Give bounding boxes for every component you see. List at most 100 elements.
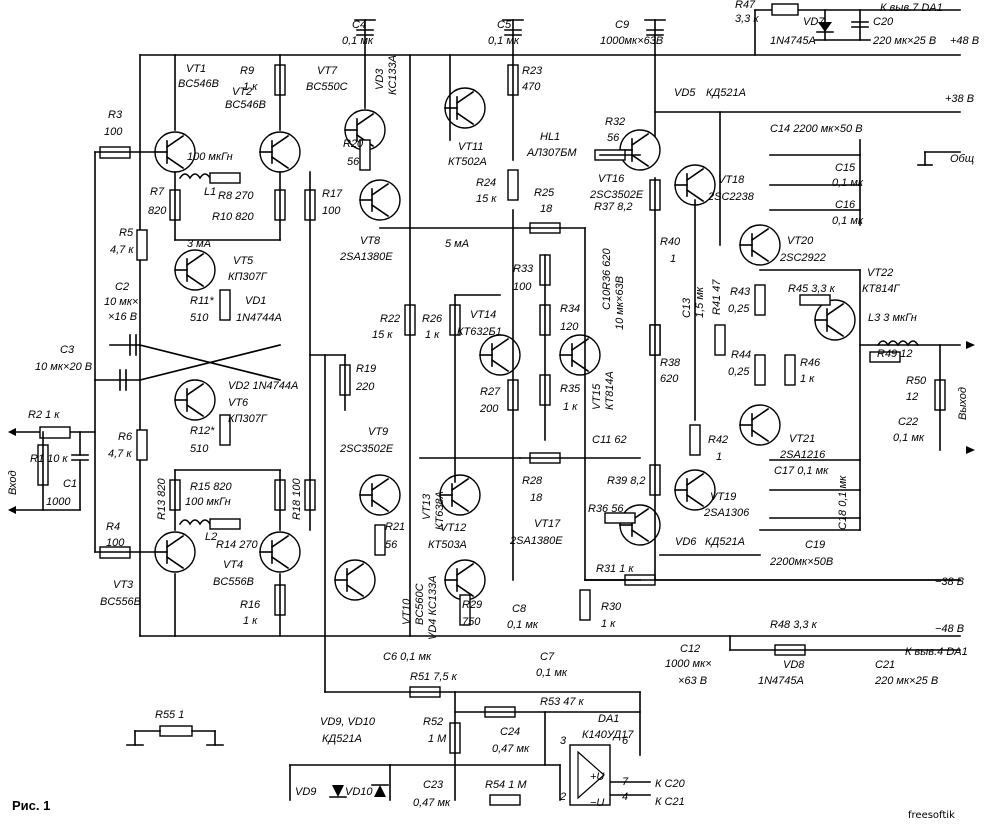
label-r50-value: 12 — [906, 391, 918, 403]
label-c15-value: 0,1 мк — [832, 177, 864, 189]
label-r36a: R36 620 — [601, 248, 613, 290]
transistor-vt10 — [334, 559, 376, 601]
label-vt21: VT21 — [789, 433, 815, 445]
label-vt16-value: 2SC3502E — [589, 189, 644, 201]
label-c7-value: 0,1 мк — [536, 667, 568, 679]
label-vt20-value: 2SC2922 — [779, 252, 826, 264]
label-vt7-value: BC550C — [306, 81, 348, 93]
label-vd4: VD4 КС133А — [427, 576, 439, 640]
label-common: Общ — [950, 153, 974, 165]
label-c3-value: 10 мк×20 В — [35, 361, 92, 373]
label-c1-value: 1000 — [46, 496, 71, 508]
label-da1-value: К140УД17 — [582, 729, 634, 741]
label-c6: C6 0,1 мк — [383, 651, 432, 663]
label-r4: R4 — [106, 521, 120, 533]
transistor-vt13 — [439, 474, 481, 516]
label-vt8: VT8 — [360, 235, 381, 247]
label-r34-value: 120 — [560, 321, 579, 333]
label-r55: R55 1 — [155, 709, 184, 721]
label-vt2-value: BC546B — [225, 99, 266, 111]
label-vd1: VD1 — [245, 295, 266, 307]
label-vt16: VT16 — [598, 173, 625, 185]
label-r15: R15 820 — [190, 481, 232, 493]
label-vt15: VT15 — [591, 383, 603, 410]
label-c16: C16 — [835, 199, 856, 211]
label-hl1: HL1 — [540, 131, 560, 143]
label-r44-value: 0,25 — [728, 366, 750, 378]
label-r22: R22 — [380, 313, 400, 325]
label-r38: R38 — [660, 357, 681, 369]
transistor-group — [154, 87, 856, 601]
label-c14: C14 2200 мк×50 В — [770, 123, 863, 135]
label-c24-value: 0,47 мк — [492, 743, 530, 755]
label-c1: C1 — [63, 478, 77, 490]
label-r41: R41 47 — [711, 279, 723, 315]
label-vt14-value: КТ632Б1 — [457, 326, 502, 338]
resistor-r41 — [714, 324, 726, 356]
label-r1: R1 10 к — [30, 453, 68, 465]
resistor-r12 — [219, 414, 231, 446]
resistor-r46 — [784, 354, 796, 386]
label-c11: C11 62 — [592, 434, 627, 446]
label-r6-value: 4,7 к — [108, 448, 132, 460]
label-vt19-value: 2SA1306 — [703, 507, 750, 519]
transistor-vt12 — [444, 559, 486, 601]
label-l2: L2 — [205, 531, 217, 543]
label-c10-value: 10 мк×63В — [614, 276, 626, 330]
label-c16-value: 0,1 мк — [832, 215, 864, 227]
input-caps — [94, 334, 281, 391]
transistor-vt9 — [359, 474, 401, 516]
label-pin3: 3 — [560, 735, 567, 747]
resistor-r11 — [219, 289, 231, 321]
label-pin2: 2 — [559, 791, 566, 803]
resistor-r8 — [209, 172, 241, 184]
label-r6: R6 — [118, 431, 133, 443]
transistor-vt3 — [154, 531, 196, 573]
label-r3-value: 100 — [104, 126, 123, 138]
label-to-c20: К C20 — [655, 778, 686, 790]
label-r26-value: 1 к — [425, 329, 440, 341]
label-r3: R3 — [108, 109, 123, 121]
label-r19-value: 220 — [355, 381, 375, 393]
label-vt4-value: BC556B — [213, 576, 254, 588]
label-r24-value: 15 к — [476, 193, 497, 205]
label-r20: R20 — [343, 138, 364, 150]
label-c4: C4 — [352, 19, 366, 31]
label-r34: R34 — [560, 303, 580, 315]
label-r49: R49 12 — [877, 348, 912, 360]
label-c20-value: 220 мк×25 В — [872, 35, 936, 47]
label-c3: C3 — [60, 344, 75, 356]
supply-block-top — [754, 3, 961, 56]
label-pin4: 4 — [622, 791, 628, 803]
label-r13: R13 820 — [156, 478, 168, 520]
label-c13: C13 — [681, 297, 693, 318]
resistor-r30 — [579, 589, 591, 621]
label-r16: R16 — [240, 599, 261, 611]
label-minus-u: −U — [590, 797, 604, 809]
label-to-da1-pin4: К выв.4 DA1 — [905, 646, 968, 658]
label-c10: C10 — [601, 289, 613, 310]
label-vd6-value: КД521А — [705, 536, 745, 548]
label-c17: C17 0,1 мк — [774, 465, 829, 477]
label-vt11: VT11 — [458, 141, 483, 153]
label-r46-value: 1 к — [800, 373, 815, 385]
label-r23-value: 470 — [522, 81, 541, 93]
label-r52-value: 1 М — [428, 733, 447, 745]
capacitor-c9 — [644, 19, 666, 56]
label-r17: R17 — [322, 188, 343, 200]
label-c5-value: 0,1 мк — [488, 35, 520, 47]
label-output: Выход — [957, 387, 969, 420]
label-r43: R43 — [730, 286, 751, 298]
label-vt1: VT1 — [186, 63, 206, 75]
resistor-r45 — [799, 294, 831, 306]
label-c21: C21 — [875, 659, 895, 671]
label-r27-value: 200 — [479, 403, 499, 415]
label-r14: R14 270 — [216, 539, 258, 551]
label-r29: R29 — [462, 599, 482, 611]
label-r54: R54 1 М — [485, 779, 527, 791]
label-r5: R5 — [119, 227, 134, 239]
resistor-r43 — [754, 284, 766, 316]
capacitor-c4 — [354, 19, 376, 56]
label-c21-value: 220 мк×25 В — [874, 675, 938, 687]
